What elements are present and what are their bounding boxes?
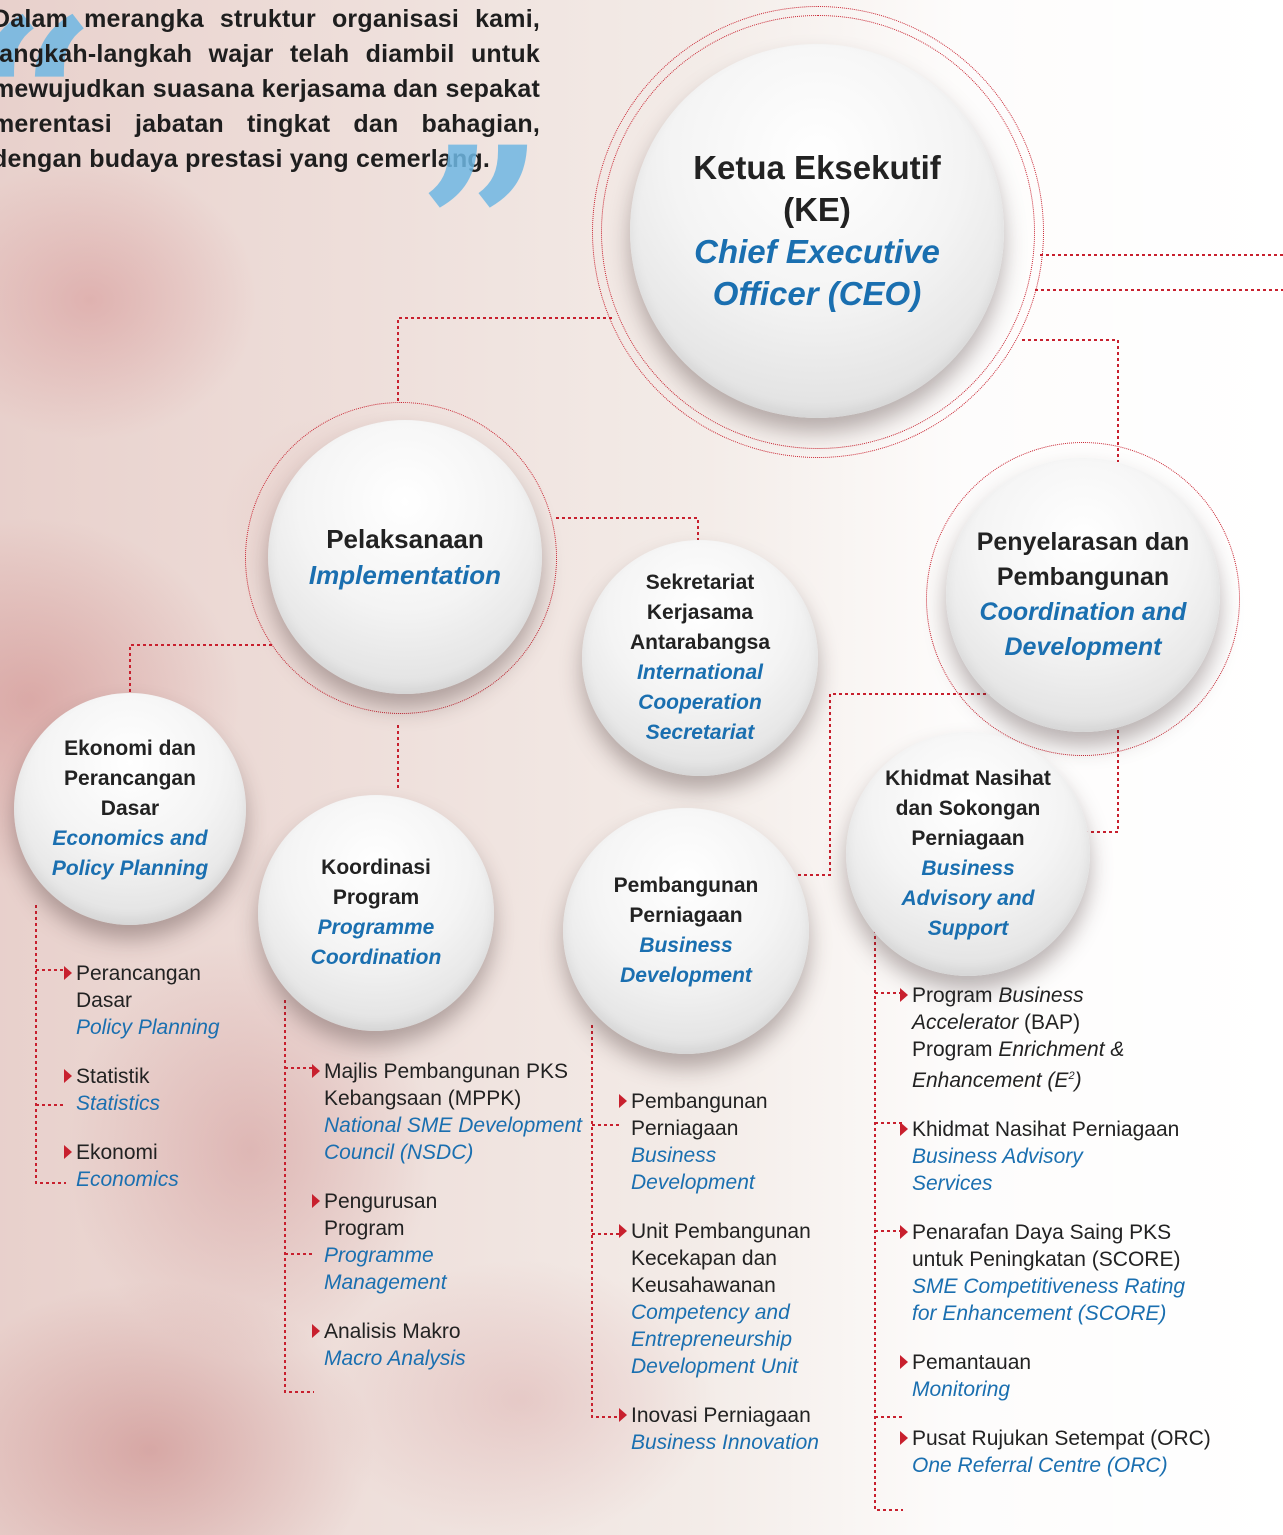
arrow-icon (619, 1224, 627, 1238)
item-label-ms: Penarafan Daya Saing PKS untuk Peningkat… (912, 1221, 1181, 1271)
international-title-ms: Sekretariat Kerjasama Antarabangsa (629, 571, 771, 654)
ceo-title-ms: Ketua Eksekutif (KE) (693, 149, 941, 228)
international-node: Sekretariat Kerjasama Antarabangsa Inter… (582, 540, 818, 776)
arrow-icon (900, 1225, 908, 1239)
coordination-node: Penyelarasan dan Pembangunan Coordinatio… (946, 458, 1220, 732)
business-dev-title-ms: Pembangunan Perniagaan (613, 874, 759, 927)
item-label-en: Competency and Entrepreneurship Developm… (631, 1301, 798, 1378)
ceo-title-en: Chief Executive Officer (CEO) (694, 233, 940, 312)
open-quote-icon: “ (0, 0, 97, 210)
item-label-en: Programme Management (324, 1244, 447, 1294)
business-dev-title-en: Business Development (620, 934, 752, 987)
programme-title-en: Programme Coordination (310, 916, 442, 969)
item-label-ms: Unit Pembangunan Kecekapan dan Keusahawa… (631, 1220, 811, 1297)
list-item: Majlis Pembangunan PKS Kebangsaan (MPPK)… (312, 1058, 584, 1166)
item-label-en: National SME Development Council (NSDC) (324, 1114, 582, 1164)
list-item: Inovasi Perniagaan Business Innovation (619, 1402, 871, 1456)
close-quote-icon: ” (418, 98, 545, 357)
implementation-ring (245, 402, 557, 714)
list-item: Ekonomi Economics (64, 1139, 246, 1193)
item-label-ms: Pusat Rujukan Setempat (ORC) (912, 1427, 1211, 1450)
item-label-ms: Khidmat Nasihat Perniagaan (912, 1118, 1180, 1141)
item-label-en: SME Competitiveness Rating for Enhanceme… (912, 1275, 1186, 1325)
arrow-icon (64, 1145, 72, 1159)
programme-list: Majlis Pembangunan PKS Kebangsaan (MPPK)… (312, 1058, 584, 1394)
implementation-node: Pelaksanaan Implementation (268, 420, 542, 694)
list-item: Khidmat Nasihat Perniagaan Business Advi… (900, 1116, 1282, 1197)
item-label-en: Macro Analysis (324, 1347, 466, 1370)
item-label-en: Monitoring (912, 1378, 1011, 1401)
list-item: Analisis Makro Macro Analysis (312, 1318, 584, 1372)
arrow-icon (312, 1064, 320, 1078)
economics-title-en: Economics and Policy Planning (51, 827, 209, 880)
item-label-en: Business Development (631, 1144, 755, 1194)
item-label-ms: Pengurusan Program (324, 1190, 438, 1240)
arrow-icon (900, 1122, 908, 1136)
item-label-en: Business Advisory Services (912, 1145, 1083, 1195)
programme-node: Koordinasi Program Programme Coordinatio… (258, 795, 494, 1031)
item-label-ms: Majlis Pembangunan PKS Kebangsaan (MPPK) (324, 1060, 568, 1110)
list-item: Pembangunan Perniagaan Business Developm… (619, 1088, 871, 1196)
item-label-en: Business Innovation (631, 1431, 819, 1454)
economics-list: Perancangan Dasar Policy Planning Statis… (64, 960, 246, 1215)
arrow-icon (64, 966, 72, 980)
item-label-en: Statistics (76, 1092, 161, 1115)
implementation-title-ms: Pelaksanaan (326, 524, 484, 554)
coordination-title-ms: Penyelarasan dan Pembangunan (976, 528, 1190, 591)
list-item: Pengurusan Program Programme Management (312, 1188, 584, 1296)
advisory-node: Khidmat Nasihat dan Sokongan Perniagaan … (846, 732, 1090, 976)
list-item: Penarafan Daya Saing PKS untuk Peningkat… (900, 1219, 1282, 1327)
item-label-ms: Program Business Accelerator (BAP) (912, 984, 1084, 1034)
business-dev-list: Pembangunan Perniagaan Business Developm… (619, 1088, 871, 1478)
advisory-title-en: Business Advisory and Support (901, 857, 1035, 940)
arrow-icon (312, 1194, 320, 1208)
arrow-icon (900, 1431, 908, 1445)
ceo-ring (592, 6, 1044, 458)
economics-title-ms: Ekonomi dan Perancangan Dasar (64, 737, 196, 820)
item-label-ms: Analisis Makro (324, 1320, 461, 1343)
implementation-title-en: Implementation (308, 560, 502, 590)
list-item: Perancangan Dasar Policy Planning (64, 960, 246, 1041)
list-item: Unit Pembangunan Kecekapan dan Keusahawa… (619, 1218, 871, 1380)
item-label-en: One Referral Centre (ORC) (912, 1454, 1168, 1477)
list-item: Pusat Rujukan Setempat (ORC) One Referra… (900, 1425, 1282, 1479)
intro-quote: Dalam merangka struktur organisasi kami,… (0, 5, 540, 173)
arrow-icon (900, 988, 908, 1002)
item-label-ms: Ekonomi (76, 1141, 158, 1164)
item-label-en: Economics (76, 1168, 179, 1191)
item-label-ms: Inovasi Perniagaan (631, 1404, 811, 1427)
coordination-title-en: Coordination and Development (979, 598, 1187, 661)
advisory-title-ms: Khidmat Nasihat dan Sokongan Perniagaan (885, 767, 1051, 850)
ceo-node: Ketua Eksekutif (KE) Chief Executive Off… (630, 44, 1004, 418)
arrow-icon (619, 1094, 627, 1108)
programme-title-ms: Koordinasi Program (321, 856, 431, 909)
item-label-en: Policy Planning (76, 1016, 220, 1039)
arrow-icon (64, 1069, 72, 1083)
list-item: Pemantauan Monitoring (900, 1349, 1282, 1403)
business-dev-node: Pembangunan Perniagaan Business Developm… (563, 808, 809, 1054)
item-label-ms: Pemantauan (912, 1351, 1032, 1374)
item-label-ms: Statistik (76, 1065, 150, 1088)
arrow-icon (312, 1324, 320, 1338)
economics-node: Ekonomi dan Perancangan Dasar Economics … (14, 693, 246, 925)
arrow-icon (619, 1408, 627, 1422)
arrow-icon (900, 1355, 908, 1369)
advisory-list: Program Business Accelerator (BAP) Progr… (900, 982, 1282, 1479)
coordination-ring (926, 442, 1240, 756)
list-item: Statistik Statistics (64, 1063, 246, 1117)
item-label-ms: Pembangunan Perniagaan (631, 1090, 768, 1140)
item-label-ms: Perancangan Dasar (76, 962, 201, 1012)
item-label-ms-2: Program Enrichment & Enhancement (E2) (912, 1038, 1125, 1092)
international-title-en: International Cooperation Secretariat (636, 661, 763, 744)
ceo-ring-inner (601, 15, 1035, 449)
list-item: Program Business Accelerator (BAP) Progr… (900, 982, 1182, 1094)
